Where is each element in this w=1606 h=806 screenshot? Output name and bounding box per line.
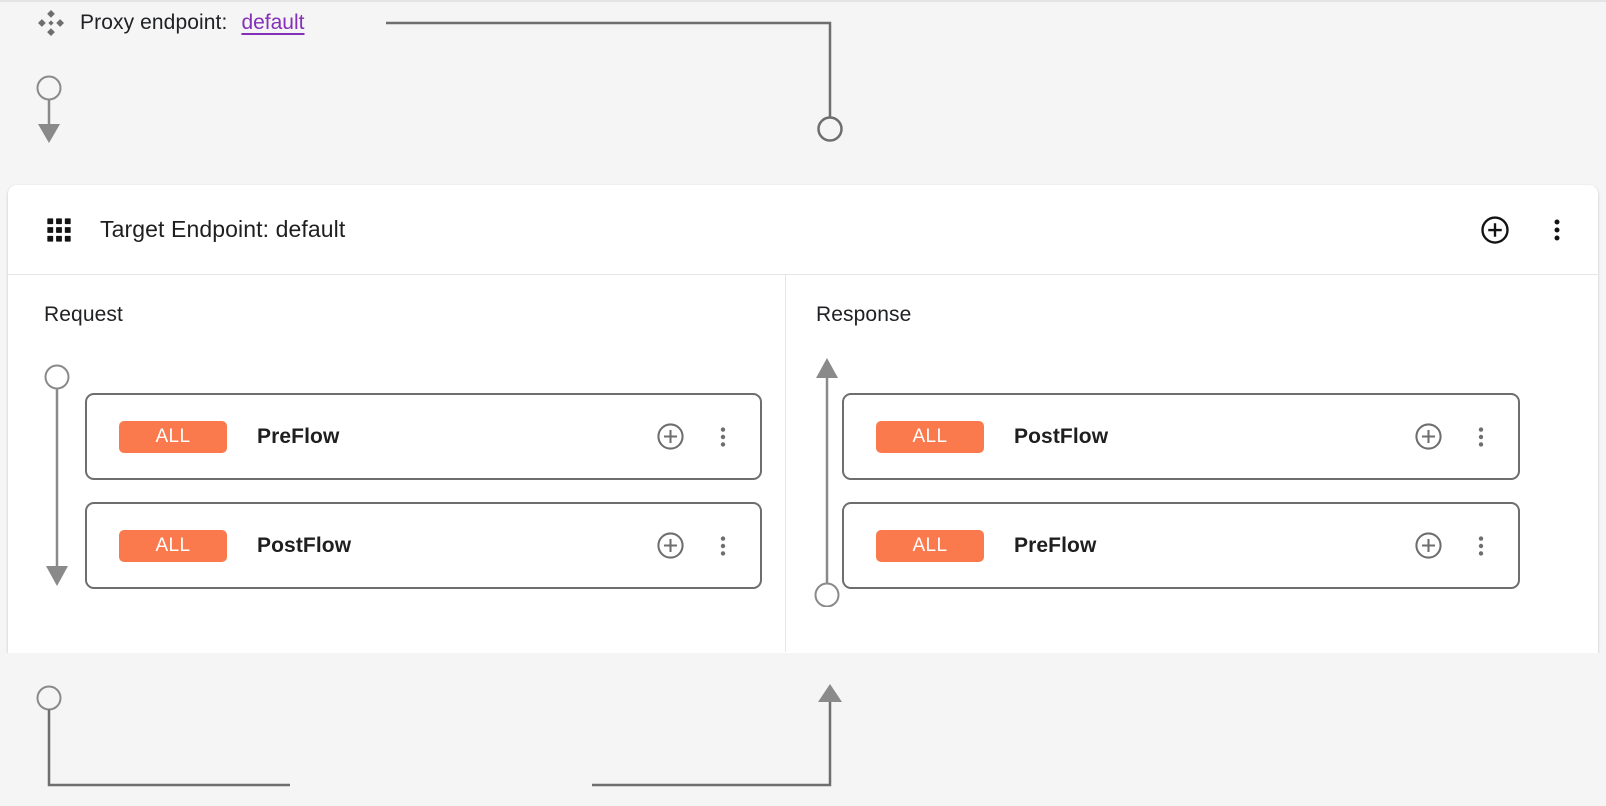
flow-row[interactable]: ALL PostFlow: [85, 502, 762, 589]
flow-row-actions: [1413, 422, 1496, 452]
status-badge: ALL: [119, 420, 227, 453]
flow-row[interactable]: ALL PostFlow: [842, 393, 1520, 480]
request-flow-rail: [44, 364, 70, 586]
proxy-endpoint-strip: Proxy endpoint: default: [0, 0, 1606, 185]
apps-grid-icon: [45, 216, 73, 244]
add-circle-icon[interactable]: [1413, 422, 1443, 452]
flow-columns: Request ALL PreFlow: [8, 275, 1598, 652]
response-flow-list: ALL PostFlow: [842, 393, 1520, 589]
status-badge: ALL: [876, 420, 984, 453]
proxy-endpoint-label: Proxy endpoint:: [80, 11, 228, 34]
more-vert-icon[interactable]: [1466, 531, 1496, 561]
response-flow-rail: [814, 358, 840, 607]
more-vert-icon[interactable]: [1466, 422, 1496, 452]
status-badge: ALL: [876, 529, 984, 562]
backend-service-strip: Backend service: [0, 653, 1606, 806]
flow-row-actions: [1413, 531, 1496, 561]
more-vert-icon[interactable]: [708, 422, 738, 452]
flow-name: PreFlow: [257, 424, 340, 448]
add-circle-icon[interactable]: [655, 531, 685, 561]
more-vert-icon[interactable]: [1542, 215, 1572, 245]
flow-row-actions: [655, 531, 738, 561]
response-column: Response ALL PostFlow: [786, 275, 1597, 652]
flow-name: PostFlow: [257, 533, 352, 557]
header-actions: [1480, 215, 1572, 245]
status-badge: ALL: [119, 529, 227, 562]
flow-name: PostFlow: [1014, 424, 1109, 448]
proxy-endpoint-row: Proxy endpoint: default: [36, 8, 305, 38]
more-vert-icon[interactable]: [708, 531, 738, 561]
proxy-diamond-icon: [36, 8, 66, 38]
target-endpoint-header: Target Endpoint: default: [8, 185, 1598, 275]
flow-row[interactable]: ALL PreFlow: [85, 393, 762, 480]
response-column-title: Response: [816, 303, 912, 326]
backend-connectors: [36, 684, 842, 787]
top-divider: [0, 0, 1606, 2]
page-title: Target Endpoint: default: [100, 216, 346, 242]
request-column: Request ALL PreFlow: [8, 275, 786, 652]
flow-name: PreFlow: [1014, 533, 1097, 557]
flow-row[interactable]: ALL PreFlow: [842, 502, 1520, 589]
add-circle-icon[interactable]: [1480, 215, 1510, 245]
add-circle-icon[interactable]: [1413, 531, 1443, 561]
request-flow-list: ALL PreFlow: [85, 393, 762, 589]
request-column-title: Request: [44, 303, 123, 326]
flow-row-actions: [655, 422, 738, 452]
target-endpoint-card: Target Endpoint: default: [8, 185, 1598, 653]
proxy-endpoint-link[interactable]: default: [241, 11, 305, 34]
add-circle-icon[interactable]: [655, 422, 685, 452]
